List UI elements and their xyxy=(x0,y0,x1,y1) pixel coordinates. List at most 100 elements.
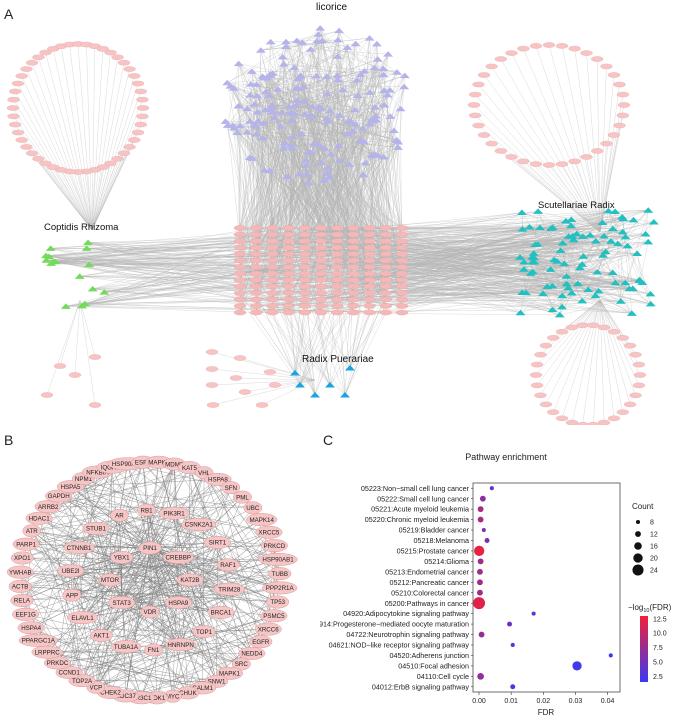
target-node xyxy=(234,271,246,276)
target-node xyxy=(315,271,327,276)
target-node xyxy=(600,141,612,146)
target-node xyxy=(283,232,295,237)
count-legend-dot xyxy=(634,542,642,550)
target-node xyxy=(54,363,66,368)
gene-label: CSNK2A1 xyxy=(185,522,214,529)
target-node xyxy=(69,372,81,377)
target-node xyxy=(234,290,246,295)
target-node xyxy=(347,225,359,230)
target-node xyxy=(299,238,311,243)
network-edge xyxy=(370,211,538,241)
target-node xyxy=(380,251,392,256)
gene-label: FN1 xyxy=(148,647,160,654)
gene-label: TOP2A xyxy=(72,678,93,685)
count-legend-title: Count xyxy=(632,502,654,511)
target-node xyxy=(581,154,593,159)
target-node xyxy=(16,73,28,78)
gene-node: KAT2B xyxy=(177,574,204,586)
gene-node: PIK3R1 xyxy=(159,507,190,519)
target-node xyxy=(396,245,408,250)
gene-node: PIN1 xyxy=(139,542,161,554)
target-node xyxy=(299,232,311,237)
target-node xyxy=(234,310,246,315)
target-node xyxy=(266,251,278,256)
target-node xyxy=(591,148,603,153)
gene-label: EEF1G xyxy=(15,612,35,619)
gene-label: TOP1 xyxy=(196,629,213,636)
gene-node: TRIM28 xyxy=(214,583,245,595)
target-node xyxy=(624,343,636,348)
target-node xyxy=(9,122,21,127)
target-node xyxy=(299,271,311,276)
gene-node: ACTB xyxy=(9,580,31,592)
target-node xyxy=(315,258,327,263)
gene-node: PPARGC1A xyxy=(19,634,58,646)
target-node xyxy=(32,156,44,161)
gene-node: TOP1 xyxy=(193,625,215,637)
target-node xyxy=(8,97,20,102)
target-node xyxy=(364,271,376,276)
gene-label: ATR xyxy=(26,528,38,535)
gene-node: PPP2R1A xyxy=(262,582,297,594)
target-node xyxy=(469,113,481,118)
target-node xyxy=(396,238,408,243)
gene-label: TRIM28 xyxy=(218,586,241,593)
target-node xyxy=(283,264,295,269)
target-node xyxy=(396,277,408,282)
target-node xyxy=(299,297,311,302)
target-node xyxy=(364,264,376,269)
target-node xyxy=(396,232,408,237)
target-node xyxy=(380,284,392,289)
network-edge xyxy=(600,300,604,423)
target-node xyxy=(234,284,246,289)
target-node xyxy=(12,81,24,86)
target-node xyxy=(364,310,376,315)
target-node xyxy=(105,50,117,55)
scutellariae-compound-node xyxy=(645,291,655,297)
gene-node: SIRT1 xyxy=(204,536,231,548)
coptidis-compound-node xyxy=(83,240,93,246)
gene-label: HDAC1 xyxy=(29,516,51,523)
target-node xyxy=(331,251,343,256)
target-node xyxy=(634,372,646,377)
gene-label: KAT2B xyxy=(180,577,199,584)
network-edge xyxy=(75,300,80,375)
target-node xyxy=(633,362,645,367)
target-node xyxy=(364,251,376,256)
target-node xyxy=(347,251,359,256)
target-node xyxy=(331,258,343,263)
gene-node: RELA xyxy=(11,594,33,606)
target-node xyxy=(331,232,343,237)
target-node xyxy=(112,55,124,60)
target-node xyxy=(207,402,219,407)
gene-label: MAPK14 xyxy=(249,517,274,524)
target-node xyxy=(534,352,546,357)
target-node xyxy=(234,258,246,263)
gene-label: PPARGC1A xyxy=(22,638,56,645)
target-node xyxy=(347,258,359,263)
target-node xyxy=(530,43,542,48)
target-node xyxy=(20,144,32,149)
target-node xyxy=(89,354,101,359)
gene-node: HSP90AB1 xyxy=(259,553,298,565)
target-node xyxy=(234,238,246,243)
ppi-network: PIN1CREBBPKAT2BHSPA9VDRSTAT3MTORYBX1TOP1… xyxy=(0,430,300,721)
network-edge xyxy=(60,300,80,366)
scutellariae-compound-node xyxy=(516,310,526,316)
gene-label: CCND1 xyxy=(59,670,81,677)
gene-node: TP53 xyxy=(267,596,289,608)
target-node xyxy=(468,102,480,107)
panel-c-enrichment: C Pathway enrichment 05223:Non−small cel… xyxy=(320,430,685,721)
target-node xyxy=(234,355,246,360)
licorice-compound-node xyxy=(315,25,325,31)
target-node xyxy=(266,264,278,269)
gene-node: HSPA9 xyxy=(165,596,192,608)
gene-node: XRCC5 xyxy=(256,526,283,538)
target-node xyxy=(587,323,599,328)
target-node xyxy=(250,258,262,263)
target-node xyxy=(206,366,218,371)
target-node xyxy=(566,325,578,330)
scutellariae-compound-node xyxy=(618,229,628,235)
target-node xyxy=(234,245,246,250)
pathway-label: 05212:Pancreatic cancer xyxy=(389,578,469,587)
